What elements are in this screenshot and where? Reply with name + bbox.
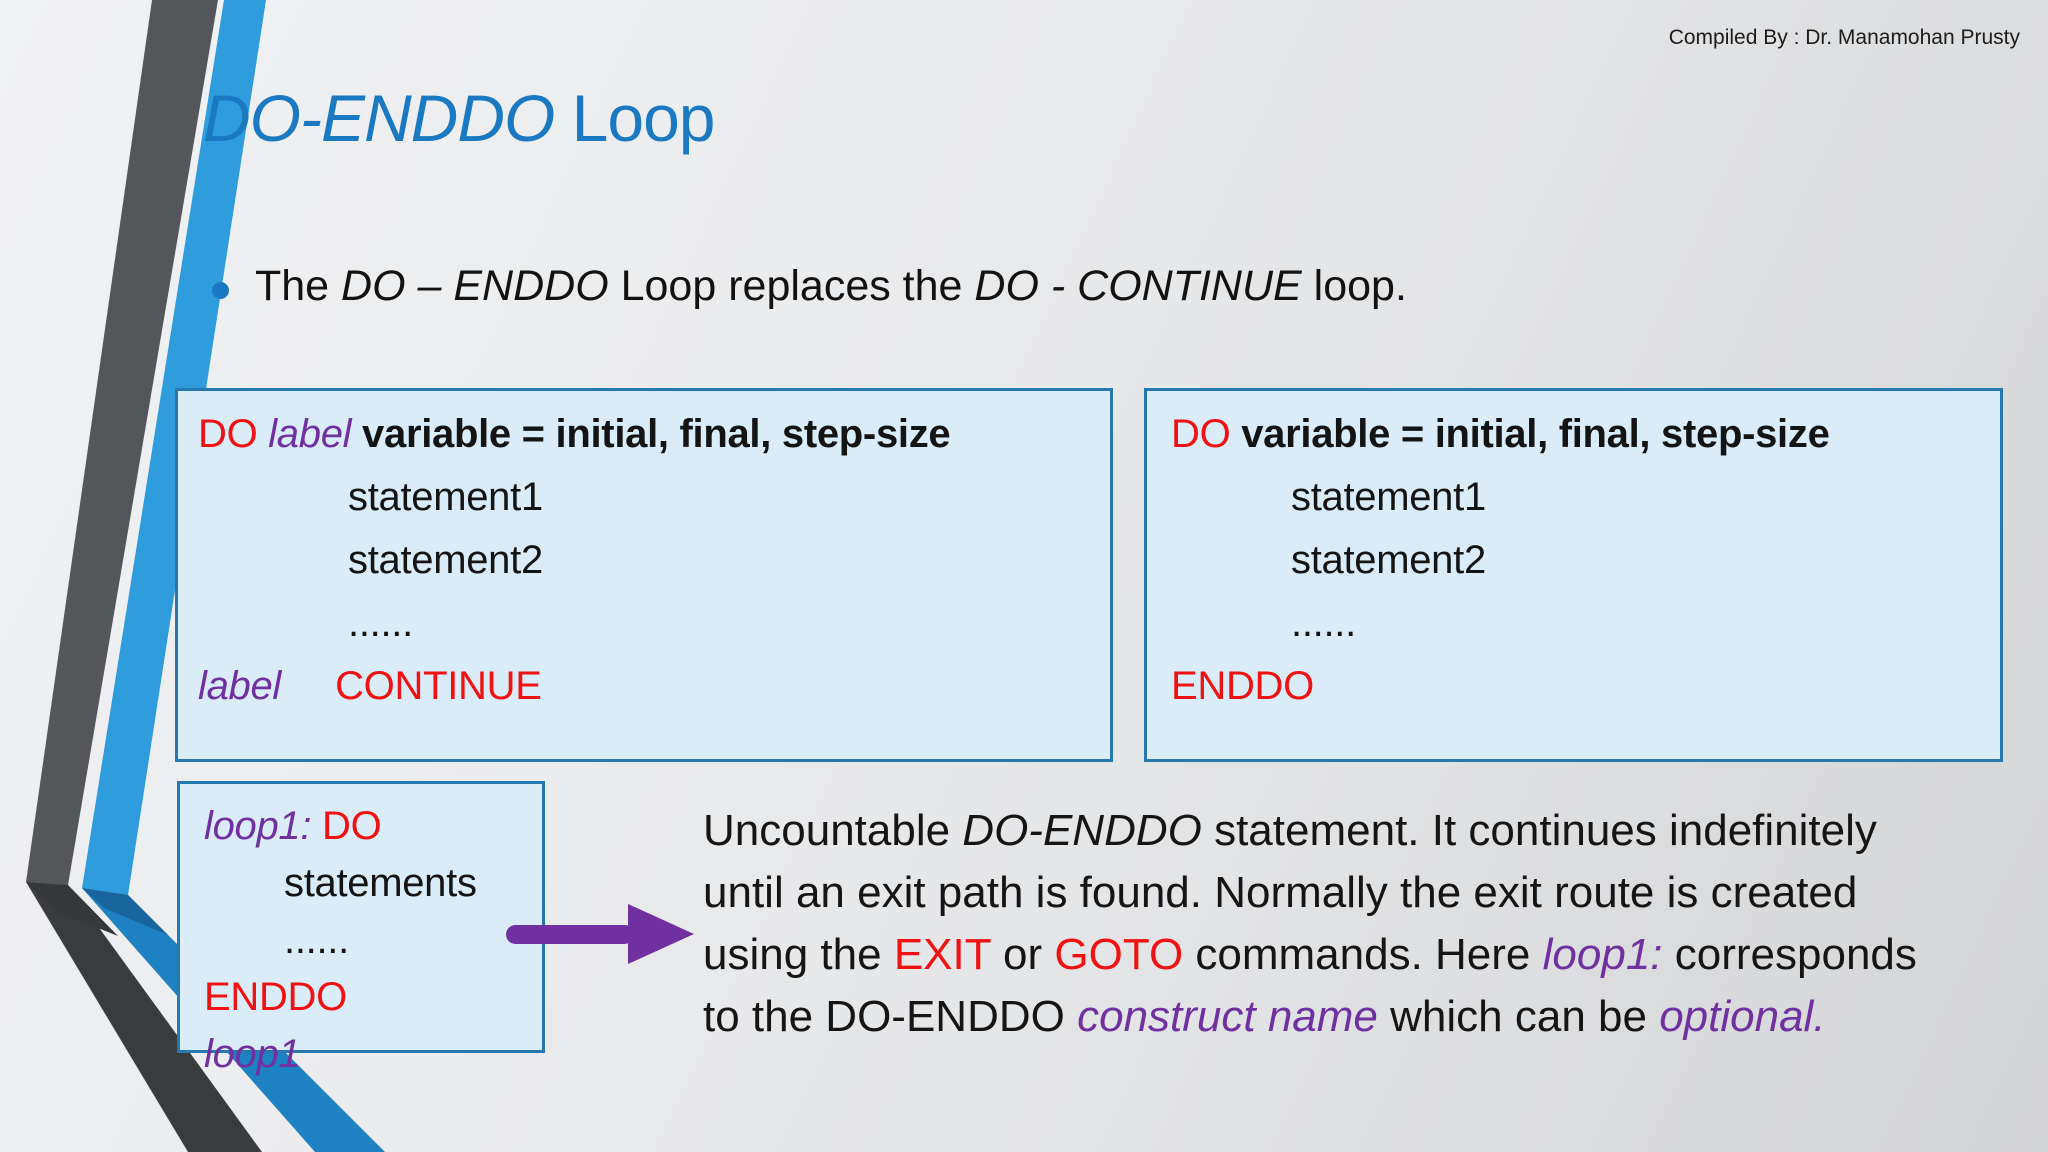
text-line: ENDDO bbox=[1171, 655, 2000, 718]
text-segment: variable = initial, final, step-size bbox=[1241, 412, 1830, 456]
text-segment: Loop replaces the bbox=[608, 262, 975, 310]
text-line: loop1: DO bbox=[204, 798, 542, 855]
text-segment: commands. Here bbox=[1183, 930, 1543, 979]
title-regular-part: Loop bbox=[554, 81, 716, 155]
text-segment: or bbox=[990, 930, 1055, 979]
text-line: ...... bbox=[204, 912, 542, 969]
text-segment: statement2 bbox=[348, 538, 543, 582]
credit-text: Compiled By : Dr. Manamohan Prusty bbox=[1668, 26, 2020, 49]
text-segment: statement. It continues indefinitely bbox=[1201, 806, 1877, 855]
right-arrow-icon bbox=[506, 904, 694, 964]
text-segment: statement1 bbox=[1291, 475, 1486, 519]
text-line: statement1 bbox=[1171, 466, 2000, 529]
blue-stripe-bend bbox=[82, 888, 168, 935]
text-segment: ...... bbox=[284, 918, 349, 962]
text-segment: DO-ENDDO bbox=[962, 806, 1202, 855]
text-segment: statement1 bbox=[348, 475, 543, 519]
text-segment: CONTINUE bbox=[335, 664, 542, 708]
text-line: statement2 bbox=[1171, 529, 2000, 592]
text-segment: Uncountable bbox=[703, 806, 963, 855]
text-segment: which can be bbox=[1377, 992, 1660, 1041]
text-segment: statement2 bbox=[1291, 538, 1486, 582]
text-segment: variable = initial, final, step-size bbox=[362, 412, 951, 456]
text-segment: ...... bbox=[348, 601, 413, 645]
text-segment: ...... bbox=[1291, 601, 1356, 645]
text-segment: DO – ENDDO bbox=[341, 262, 609, 310]
text-segment: ENDDO bbox=[1171, 664, 1314, 708]
text-segment: ENDDO bbox=[204, 975, 347, 1019]
text-segment bbox=[281, 664, 335, 708]
text-segment: DO bbox=[198, 412, 269, 456]
text-line: DO label variable = initial, final, step… bbox=[198, 403, 1110, 466]
explanation-paragraph: Uncountable DO-ENDDO statement. It conti… bbox=[703, 800, 1917, 1048]
page-title: DO-ENDDO Loop bbox=[203, 80, 716, 156]
bullet-item: The DO – ENDDO Loop replaces the DO - CO… bbox=[212, 262, 1407, 311]
title-italic-part: DO-ENDDO bbox=[203, 81, 555, 155]
text-line: loop1 bbox=[204, 1026, 542, 1083]
code-box-loop1-example: loop1: DO statements...... ENDDO loop1 bbox=[177, 781, 545, 1076]
text-segment: DO bbox=[322, 804, 382, 848]
text-segment: statements bbox=[284, 861, 477, 905]
code-box-do-continue: DO label variable = initial, final, step… bbox=[175, 388, 1113, 762]
text-segment: label bbox=[268, 412, 363, 456]
code-box-do-enddo: DO variable = initial, final, step-size s… bbox=[1144, 388, 2003, 762]
text-segment: using the bbox=[703, 930, 894, 979]
text-line: Uncountable DO-ENDDO statement. It conti… bbox=[703, 800, 1917, 862]
text-segment: to the DO-ENDDO bbox=[703, 992, 1078, 1041]
text-line: ENDDO bbox=[204, 969, 542, 1026]
text-segment: DO - CONTINUE bbox=[974, 262, 1302, 310]
text-segment: optional. bbox=[1659, 992, 1826, 1041]
text-line: statement1 bbox=[198, 466, 1110, 529]
text-line: until an exit path is found. Normally th… bbox=[703, 862, 1917, 924]
text-line: using the EXIT or GOTO commands. Here lo… bbox=[703, 924, 1917, 986]
gray-stripe-bend bbox=[26, 882, 118, 936]
gray-stripe-lower bbox=[26, 882, 262, 1152]
text-segment: loop1: bbox=[1542, 930, 1663, 979]
text-line: statement2 bbox=[198, 529, 1110, 592]
text-segment: loop1 bbox=[204, 1032, 301, 1076]
blue-stripe-upper bbox=[82, 0, 266, 895]
gray-stripe-upper bbox=[26, 0, 218, 885]
text-line: ...... bbox=[198, 592, 1110, 655]
bullet-text: The DO – ENDDO Loop replaces the DO - CO… bbox=[255, 262, 1407, 311]
text-segment: until an exit path is found. Normally th… bbox=[703, 868, 1858, 917]
text-segment: construct name bbox=[1077, 992, 1378, 1041]
text-segment: loop1: bbox=[204, 804, 322, 848]
text-segment: The bbox=[255, 262, 342, 310]
text-segment: EXIT bbox=[893, 930, 991, 979]
text-segment: loop. bbox=[1301, 262, 1407, 310]
text-line: ...... bbox=[1171, 592, 2000, 655]
text-segment: corresponds bbox=[1662, 930, 1917, 979]
round-bullet-icon bbox=[212, 282, 229, 299]
text-line: The DO – ENDDO Loop replaces the DO - CO… bbox=[255, 262, 1407, 311]
text-line: to the DO-ENDDO construct name which can… bbox=[703, 986, 1917, 1048]
text-line: label CONTINUE bbox=[198, 655, 1110, 718]
text-segment: GOTO bbox=[1054, 930, 1184, 979]
text-segment: DO bbox=[1171, 412, 1242, 456]
text-segment: label bbox=[198, 664, 282, 708]
text-line: statements bbox=[204, 855, 542, 912]
text-line: DO variable = initial, final, step-size bbox=[1171, 403, 2000, 466]
